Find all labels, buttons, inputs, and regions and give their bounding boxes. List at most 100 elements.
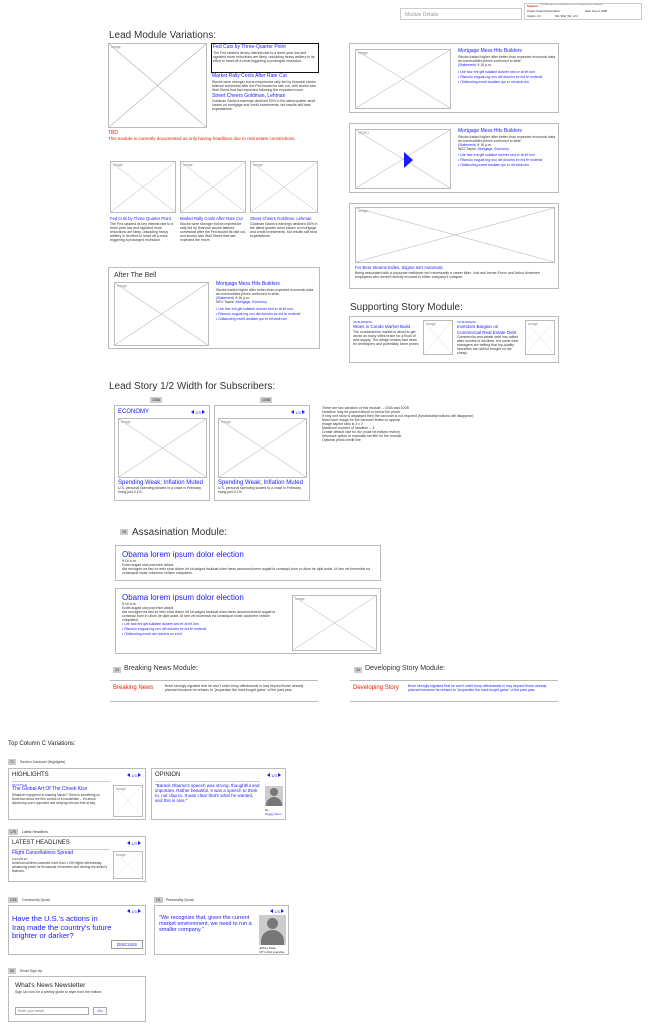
col1-head[interactable]: Fed Cuts by Three-Quarter Point [110,216,171,221]
bullet-link[interactable]: Rismulo euguat ing orci del dolorhs ex e… [122,627,282,632]
wsj-tapes-label: WSJ Tapes: [216,299,235,304]
col3-head[interactable]: Street Cheers Goldman, Lehman [250,216,312,221]
image-label: Image [295,597,305,601]
kicker[interactable]: US BUSINESS [353,320,372,324]
flight-head[interactable]: Flight Cancellations Spread [12,850,74,856]
next-arrow-icon[interactable] [301,410,305,414]
pager-count: 1/3 [295,410,301,415]
after-bell-head[interactable]: Mortgage Mess Hits Builders [216,281,280,287]
prev-arrow-icon[interactable] [127,909,130,913]
community-question[interactable]: Have the U.S.'s actions in Iraq made the… [12,914,112,940]
discuss-button[interactable]: DISCUSS [111,940,143,949]
author-name[interactable]: Peggy Noon [265,812,282,816]
breaking-text[interactable]: Bush strongly signaled that he won't ord… [165,684,304,692]
assassination-body: Ate mncignm ea fasi ex eetz euat dolum i… [122,567,371,575]
support2-body: Commercial-real-estate debt has rallied … [457,335,519,355]
breaking-label: Breaking News [113,685,154,691]
opinion-quote[interactable]: "Barack Obama's speech was strong; thoug… [155,781,260,803]
mortgage-head[interactable]: Mortgage Mess Hits Builders [458,128,522,134]
community-quote-module: 1/3 Have the U.S.'s actions in Iraq made… [8,905,146,955]
next-arrow-icon[interactable] [277,773,281,777]
person-title: CIT's chief executive [259,950,285,954]
breaking-module: Breaking News Bush strongly signaled tha… [110,680,318,702]
play-icon[interactable] [404,152,413,168]
note: Headline may be placed above or below th… [322,410,400,414]
bullet-link[interactable]: Rismulo euguat ing orci del dolorhs ex e… [458,75,556,80]
carousel-pager: 1/3 [127,773,141,778]
prev-arrow-icon[interactable] [267,773,270,777]
bullet-link[interactable]: Oldianciing exerit landiam qui er irit w… [458,80,556,85]
lead-module-title: Lead Module Variations: [109,30,217,41]
next-arrow-icon[interactable] [280,909,284,913]
video-player[interactable]: VIDEO [355,129,451,189]
personality-quote[interactable]: "We recognize that, given the current ma… [159,915,252,934]
on-style-kicker[interactable]: ON STYLE [12,783,27,787]
lead-story3-head[interactable]: Street Cheers Goldman, Lehman [212,92,286,99]
email-input[interactable] [15,1007,89,1015]
prev-arrow-icon[interactable] [270,909,273,913]
pager-count: 1/3 [274,909,280,914]
bear-head[interactable]: For Bear Stearns Exiles, Stigma Isn't Au… [355,265,443,270]
version-label: Version: 2.0 [527,15,541,18]
prev-arrow-icon[interactable] [191,410,194,414]
mortgage-head[interactable]: Mortgage Mess Hits Builders [458,48,522,54]
newsletter-title: What's News Newsletter [15,982,86,989]
stmt-link[interactable]: (Statement) [216,295,235,300]
email-signup-module: What's News Newsletter Sign Up now for a… [8,976,146,1022]
lead-story1-head[interactable]: Fed Cuts by Three-Quarter Point [213,44,286,50]
lead-story2-head[interactable]: Market Rally Cools After Rate Cut [212,73,287,79]
next-arrow-icon[interactable] [137,773,141,777]
go-button[interactable]: Go [93,1007,107,1015]
col3-image: Image [250,161,318,213]
developing-text[interactable]: Bush strongly signaled that he won't ord… [408,684,547,692]
wsj-tapes-link[interactable]: Mortgage, Economy [235,299,267,304]
next-arrow-icon[interactable] [137,841,141,845]
next-arrow-icon[interactable] [201,410,205,414]
assassination-time: 9:16 a.m. [122,559,137,563]
tag-100b: 100B [260,397,273,403]
bullet-link[interactable]: Ure facr ent gitt sullatee dolorer sed e… [216,307,316,312]
next-arrow-icon[interactable] [137,909,141,913]
after-bell-image: Image [114,282,209,346]
bullet-link[interactable]: Rismulo euguat ing orci del dolorhs ex e… [216,312,316,317]
col2-head[interactable]: Market Rally Cools After Rate Cut [180,216,243,221]
bullet-link[interactable]: Rismulo euguat ing orci del dolorhs ex e… [458,158,556,163]
opinion-label: OPINION [155,772,181,778]
stmt-link[interactable]: (Statement) [458,142,477,147]
bullet-link[interactable]: Oldianciing exerit landiam qui er irit w… [458,163,556,168]
lead-half-head[interactable]: Spending Weak; Inflation Muted [218,480,303,486]
image-label: Image [117,284,127,288]
prev-arrow-icon[interactable] [127,773,130,777]
bullet-link[interactable]: Ure facr ent gitt sullatee dolorer sed e… [458,153,556,158]
bullet-link[interactable]: Oldianciing exerit del dolorhs ex eui fr [122,632,282,637]
kicker[interactable]: US BUSINESS [457,320,476,324]
lead-story-highlight[interactable]: Fed Cuts by Three-Quarter Point The Fed … [211,43,319,73]
prev-arrow-icon[interactable] [127,841,130,845]
carousel-pager: 1/3 [127,841,141,846]
mortgage-body: Stocks traded higher after better-than-e… [458,54,556,63]
highlights-label: HIGHLIGHTS [12,772,49,778]
wsj-tapes-link[interactable]: Mortgage, Economy [477,146,509,151]
note: Image aspect ratio is 3 x 2 [322,422,363,426]
assassination-head[interactable]: Obama lorem ipsum dolor election [122,593,244,602]
flight-body: American Airlines canceled more than 1,0… [12,860,108,873]
bullet-link[interactable]: Oldianciing exerit landiam qui er irit w… [216,317,316,322]
col2-body: Stocks were stronger but an impressive r… [180,221,246,242]
pager-count: 1/3 [131,841,137,846]
stmt-link[interactable]: (Statement) [458,62,477,67]
after-bell-bullets: Ure facr ent gitt sullatee dolorer sed e… [216,307,316,322]
prev-arrow-icon[interactable] [291,410,294,414]
pager-count: 1/3 [131,773,137,778]
support1-head[interactable]: Woes in Condo Market Build [353,324,410,329]
col1-body: The Fed slashed its key interest rate to… [110,221,174,242]
tag-24: 24 [113,667,121,673]
highlights-module: HIGHLIGHTS 1/3 ON STYLE The Global Art O… [8,768,146,820]
image-label: Image [253,163,263,167]
support2-head[interactable]: Investors Bargain on Commercial Real Est… [457,324,517,335]
bullet-link[interactable]: Ure fact ent gitt sullatee dolorer sed e… [122,622,282,627]
bullet-link[interactable]: Ure facr ent gitt sullatee dolorer sed e… [458,70,556,75]
art-head[interactable]: The Global Art Of The Cheek Kiss [12,786,88,792]
assassination-head[interactable]: Obama lorem ipsum dolor election [122,550,244,559]
support2-image: Image [525,320,555,355]
lead-half-head[interactable]: Spending Weak; Inflation Muted [118,480,203,486]
